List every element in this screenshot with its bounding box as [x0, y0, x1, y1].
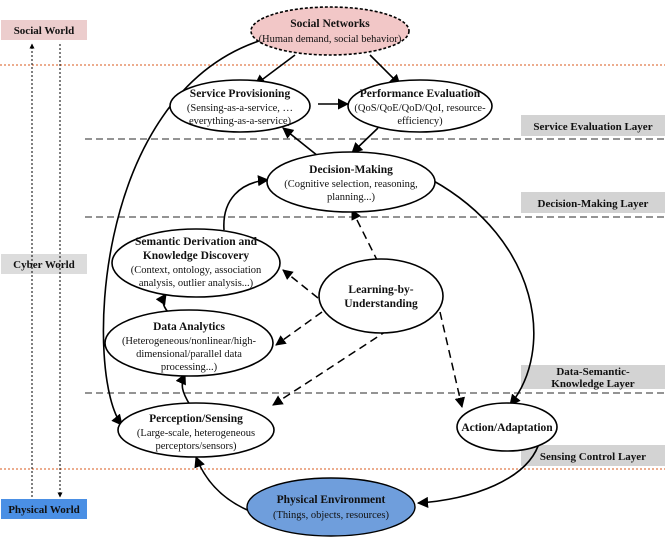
action-adaptation-node: Action/Adaptation: [456, 402, 558, 452]
decision-making-title: Decision-Making: [309, 164, 393, 176]
service-provisioning-desc-2: everything-as-a-service): [189, 116, 292, 127]
cyber-world-label: Cyber World: [1, 254, 87, 274]
sensing-control-layer-label: Sensing Control Layer: [521, 445, 665, 466]
learning-title-1: Learning-by-: [348, 284, 413, 296]
performance-evaluation-node: Performance Evaluation (QoS/QoE/QoD/QoI,…: [347, 79, 493, 133]
semantic-derivation-title-1: Semantic Derivation and: [135, 236, 258, 248]
social-service-link: [254, 54, 296, 86]
perception-sensing-desc-2: perceptors/sensors): [155, 441, 237, 452]
perception-sensing-title: Perception/Sensing: [149, 413, 243, 425]
decision-making-desc-2: planning...): [327, 192, 376, 203]
social-world-text: Social World: [14, 25, 75, 37]
perception-sensing-desc-1: (Large-scale, heterogeneous: [137, 428, 255, 439]
learning-to-decision-dashed: [351, 209, 379, 263]
physical-environment-node: Physical Environment (Things, objects, r…: [246, 477, 416, 537]
semantic-to-decision-arrow: [223, 175, 270, 231]
learning-to-perception-dashed: [272, 329, 389, 406]
action-to-physical-arrow: [416, 439, 541, 509]
perception-to-analytics-arrow: [175, 372, 191, 406]
learning-to-analytics-dashed: [275, 311, 323, 346]
physical-environment-desc: (Things, objects, resources): [273, 510, 390, 521]
cyber-world-text: Cyber World: [13, 259, 75, 271]
physical-environment-title: Physical Environment: [277, 494, 386, 506]
semantic-derivation-desc-2: analysis, outlier analysis...): [139, 278, 254, 289]
social-performance-link: [369, 54, 401, 86]
decision-making-layer-label: Decision-Making Layer: [521, 192, 665, 213]
performance-to-decision-arrow: [351, 127, 379, 154]
data-analytics-title: Data Analytics: [153, 321, 225, 333]
semantic-derivation-node: Semantic Derivation and Knowledge Discov…: [111, 228, 281, 298]
social-to-perception-arrow: [102, 39, 263, 426]
analytics-to-semantic-arrow: [155, 293, 169, 313]
sensing-control-layer-text: Sensing Control Layer: [540, 451, 646, 463]
learning-to-semantic-dashed: [282, 269, 319, 299]
service-provisioning-title: Service Provisioning: [190, 88, 291, 100]
social-networks-node: Social Networks (Human demand, social be…: [250, 6, 410, 56]
decision-to-action-arrow: [431, 179, 535, 406]
social-networks-title: Social Networks: [290, 18, 370, 30]
semantic-derivation-title-2: Knowledge Discovery: [143, 250, 250, 262]
performance-evaluation-desc-1: (QoS/QoE/QoD/QoI, resource-: [354, 103, 486, 114]
physical-world-text: Physical World: [8, 504, 80, 516]
performance-evaluation-desc-2: efficiency): [397, 116, 443, 127]
physical-to-perception-arrow: [194, 455, 253, 513]
data-analytics-desc-2: dimensional/parallel data: [136, 349, 242, 360]
decision-to-service-arrow: [282, 127, 319, 157]
data-analytics-desc-3: processing...): [161, 362, 218, 373]
perception-sensing-node: Perception/Sensing (Large-scale, heterog…: [117, 402, 275, 458]
service-evaluation-layer-label: Service Evaluation Layer: [521, 115, 665, 136]
data-semantic-layer-text-2: Knowledge Layer: [551, 378, 635, 390]
service-provisioning-node: Service Provisioning (Sensing-as-a-servi…: [169, 79, 311, 133]
service-provisioning-desc-1: (Sensing-as-a-service, …: [187, 103, 293, 114]
learning-by-understanding-node: Learning-by- Understanding: [318, 258, 444, 334]
data-analytics-desc-1: (Heterogeneous/nonlinear/high-: [122, 336, 257, 347]
performance-evaluation-title: Performance Evaluation: [360, 88, 481, 100]
learning-title-2: Understanding: [344, 298, 418, 310]
decision-making-node: Decision-Making (Cognitive selection, re…: [266, 151, 436, 213]
action-adaptation-title: Action/Adaptation: [461, 422, 553, 434]
decision-making-desc-1: (Cognitive selection, reasoning,: [284, 179, 418, 190]
social-networks-desc: (Human demand, social behavior): [259, 34, 402, 45]
service-evaluation-layer-text: Service Evaluation Layer: [533, 121, 652, 133]
data-analytics-node: Data Analytics (Heterogeneous/nonlinear/…: [104, 309, 274, 377]
social-world-label: Social World: [1, 20, 87, 40]
data-semantic-layer-text-1: Data-Semantic-: [556, 366, 630, 378]
decision-making-layer-text: Decision-Making Layer: [538, 198, 649, 210]
data-semantic-layer-label: Data-Semantic- Knowledge Layer: [521, 365, 665, 390]
physical-world-label: Physical World: [1, 499, 87, 519]
semantic-derivation-desc-1: (Context, ontology, association: [131, 265, 262, 276]
learning-to-action-dashed: [439, 311, 465, 409]
